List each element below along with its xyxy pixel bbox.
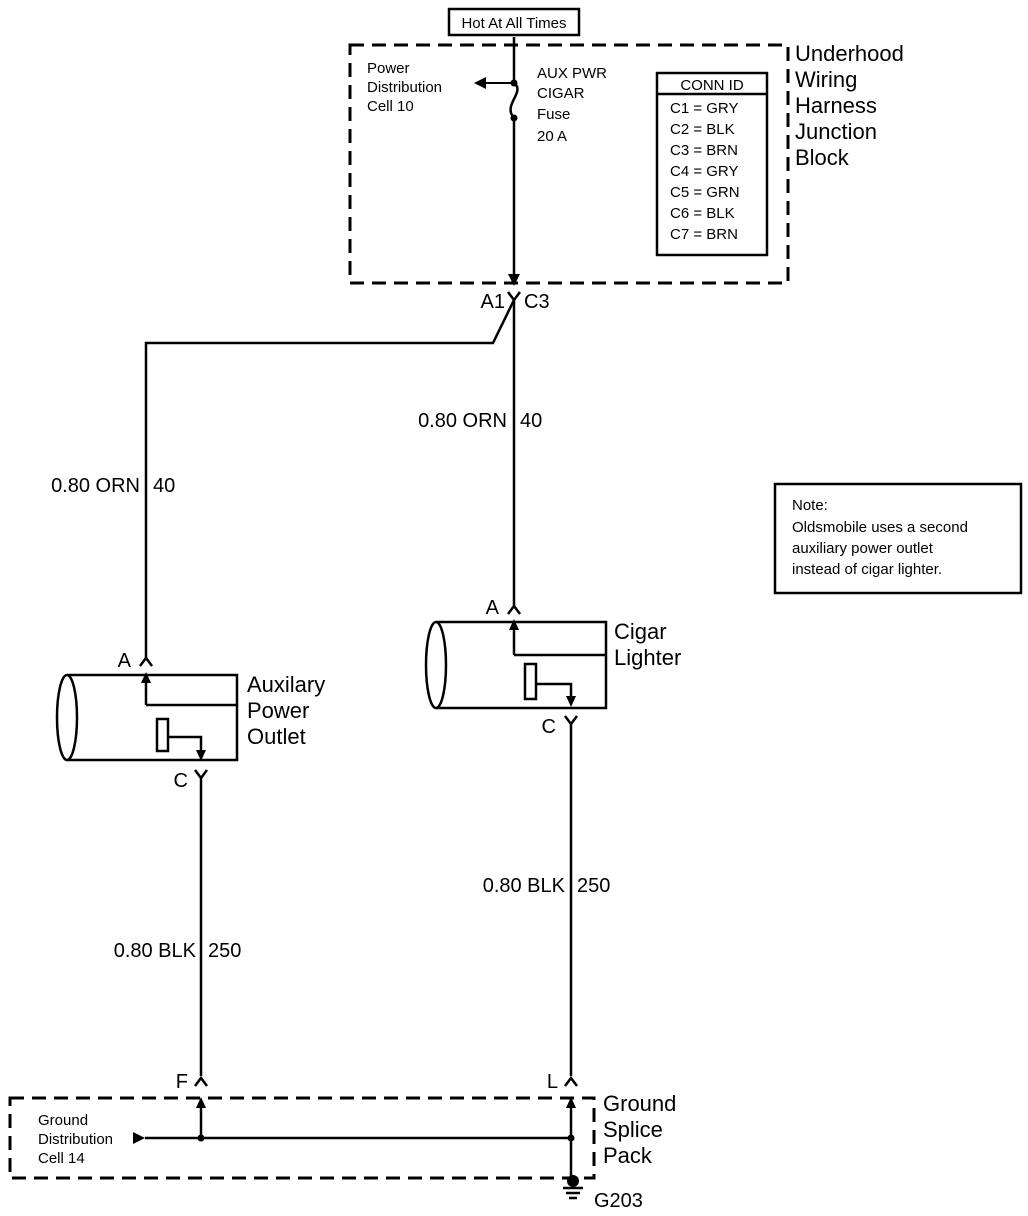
fuse-label-line: Fuse bbox=[537, 106, 570, 123]
right-feed-gauge: 0.80 ORN bbox=[418, 410, 507, 432]
note-line: instead of cigar lighter. bbox=[792, 561, 942, 578]
fuse-label: AUX PWR CIGAR Fuse 20 A bbox=[537, 65, 607, 145]
cigar-lighter-element-lead bbox=[536, 682, 573, 703]
aux-outlet-pin-a: A bbox=[118, 650, 132, 672]
aux-outlet-body bbox=[67, 673, 239, 762]
cigar-lighter: A Cigar Lighter C bbox=[424, 597, 681, 738]
splice-pin-l-symbol bbox=[564, 1075, 578, 1087]
junction-block-name-line: Junction bbox=[795, 119, 877, 144]
ground-id-label: G203 bbox=[594, 1190, 643, 1212]
right-ground-gauge: 0.80 BLK bbox=[483, 875, 566, 897]
cigar-lighter-pin-c-symbol bbox=[564, 715, 578, 727]
fuse-label-line: AUX PWR bbox=[537, 65, 607, 82]
aux-outlet-end bbox=[55, 673, 79, 762]
splice-node-left bbox=[197, 1134, 205, 1142]
junction-block-name-line: Wiring bbox=[795, 67, 857, 92]
connector-a1-c3-symbol bbox=[507, 291, 521, 303]
ground-splice-label-line: Splice bbox=[603, 1117, 663, 1142]
hot-label: Hot At All Times bbox=[461, 15, 566, 32]
aux-outlet-label-line: Outlet bbox=[247, 724, 306, 749]
fuse-label-line: CIGAR bbox=[537, 85, 585, 102]
conn-id-row: C1 = GRY bbox=[670, 100, 739, 117]
aux-outlet-element-lead bbox=[168, 735, 203, 757]
conn-id-row: C5 = GRN bbox=[670, 184, 740, 201]
cigar-lighter-body bbox=[436, 620, 608, 710]
ground-distribution-line: Ground bbox=[38, 1112, 88, 1129]
cigar-lighter-internal-arrow bbox=[509, 619, 519, 630]
junction-block-name-line: Block bbox=[795, 145, 850, 170]
right-feed-circuit: 40 bbox=[520, 410, 542, 432]
left-ground-circuit: 250 bbox=[208, 940, 241, 962]
aux-outlet-label: Auxilary Power Outlet bbox=[247, 672, 325, 749]
connector-a1-label: A1 bbox=[481, 291, 505, 313]
splice-pin-f-symbol bbox=[194, 1075, 208, 1087]
aux-outlet-pin-a-symbol bbox=[139, 655, 153, 667]
right-ground-circuit: 250 bbox=[577, 875, 610, 897]
aux-outlet-element-arrow bbox=[196, 750, 206, 761]
splice-right-arrow bbox=[566, 1097, 576, 1108]
splice-pin-f: F bbox=[176, 1071, 188, 1093]
power-distribution-label: Power Distribution Cell 10 bbox=[367, 60, 442, 115]
cigar-lighter-element bbox=[523, 662, 538, 701]
cigar-lighter-label: Cigar Lighter bbox=[614, 619, 681, 670]
conn-id-title: CONN ID bbox=[680, 77, 744, 94]
ground-splice-label-line: Ground bbox=[603, 1091, 676, 1116]
ground-distribution-line: Distribution bbox=[38, 1131, 113, 1148]
splice-node-right bbox=[567, 1134, 575, 1142]
note-title: Note: bbox=[792, 497, 828, 514]
cigar-lighter-element-arrow bbox=[566, 696, 576, 707]
conn-id-row: C2 = BLK bbox=[670, 121, 735, 138]
cigar-lighter-pin-a-symbol bbox=[507, 603, 521, 615]
conn-id-row: C7 = BRN bbox=[670, 226, 738, 243]
aux-outlet-element bbox=[155, 717, 170, 753]
ground-splice-outline bbox=[8, 1096, 596, 1180]
left-feed-gauge: 0.80 ORN bbox=[51, 475, 140, 497]
splice-left-arrow bbox=[196, 1097, 206, 1108]
junction-block-name: Underhood Wiring Harness Junction Block bbox=[795, 41, 904, 170]
power-distribution-arrow-head bbox=[474, 77, 486, 89]
ground-distribution-arrow bbox=[133, 1132, 145, 1144]
left-feed-circuit: 40 bbox=[153, 475, 175, 497]
aux-outlet-pin-c: C bbox=[174, 770, 188, 792]
conn-id-row: C3 = BRN bbox=[670, 142, 738, 159]
junction-block-outline bbox=[348, 43, 790, 285]
ground-splice-label-line: Pack bbox=[603, 1143, 653, 1168]
left-feed-wire bbox=[144, 299, 516, 660]
power-distribution-line: Cell 10 bbox=[367, 98, 414, 115]
ground-node bbox=[567, 1175, 579, 1187]
aux-outlet-internal-arrow bbox=[141, 672, 151, 683]
junction-block-name-line: Underhood bbox=[795, 41, 904, 66]
junction-exit-arrow bbox=[508, 274, 520, 286]
aux-outlet-label-line: Auxilary bbox=[247, 672, 325, 697]
cigar-lighter-end bbox=[424, 620, 448, 710]
cigar-lighter-pin-c: C bbox=[542, 716, 556, 738]
cigar-lighter-label-line: Lighter bbox=[614, 645, 681, 670]
fuse-label-line: 20 A bbox=[537, 128, 567, 145]
power-distribution-line: Distribution bbox=[367, 79, 442, 96]
splice-pin-l: L bbox=[547, 1071, 558, 1093]
ground-distribution-label: Ground Distribution Cell 14 bbox=[38, 1112, 113, 1167]
aux-outlet-label-line: Power bbox=[247, 698, 309, 723]
note-box bbox=[773, 482, 1023, 595]
note-line: auxiliary power outlet bbox=[792, 540, 934, 557]
cigar-lighter-pin-a: A bbox=[486, 597, 500, 619]
conn-id-row: C4 = GRY bbox=[670, 163, 739, 180]
connector-c3-label: C3 bbox=[524, 291, 550, 313]
ground-splice-label: Ground Splice Pack bbox=[603, 1091, 676, 1168]
aux-power-outlet: A Auxilary Power Outlet C bbox=[55, 650, 325, 792]
aux-outlet-pin-c-symbol bbox=[194, 769, 208, 781]
ground-g203-icon bbox=[563, 1175, 583, 1200]
left-ground-gauge: 0.80 BLK bbox=[114, 940, 197, 962]
conn-id-row: C6 = BLK bbox=[670, 205, 735, 222]
cigar-lighter-label-line: Cigar bbox=[614, 619, 667, 644]
junction-block-name-line: Harness bbox=[795, 93, 877, 118]
power-distribution-line: Power bbox=[367, 60, 410, 77]
hot-label-box bbox=[447, 7, 581, 37]
conn-id-table bbox=[655, 71, 769, 257]
fuse-symbol bbox=[509, 82, 519, 119]
ground-distribution-line: Cell 14 bbox=[38, 1150, 85, 1167]
note-line: Oldsmobile uses a second bbox=[792, 519, 968, 536]
